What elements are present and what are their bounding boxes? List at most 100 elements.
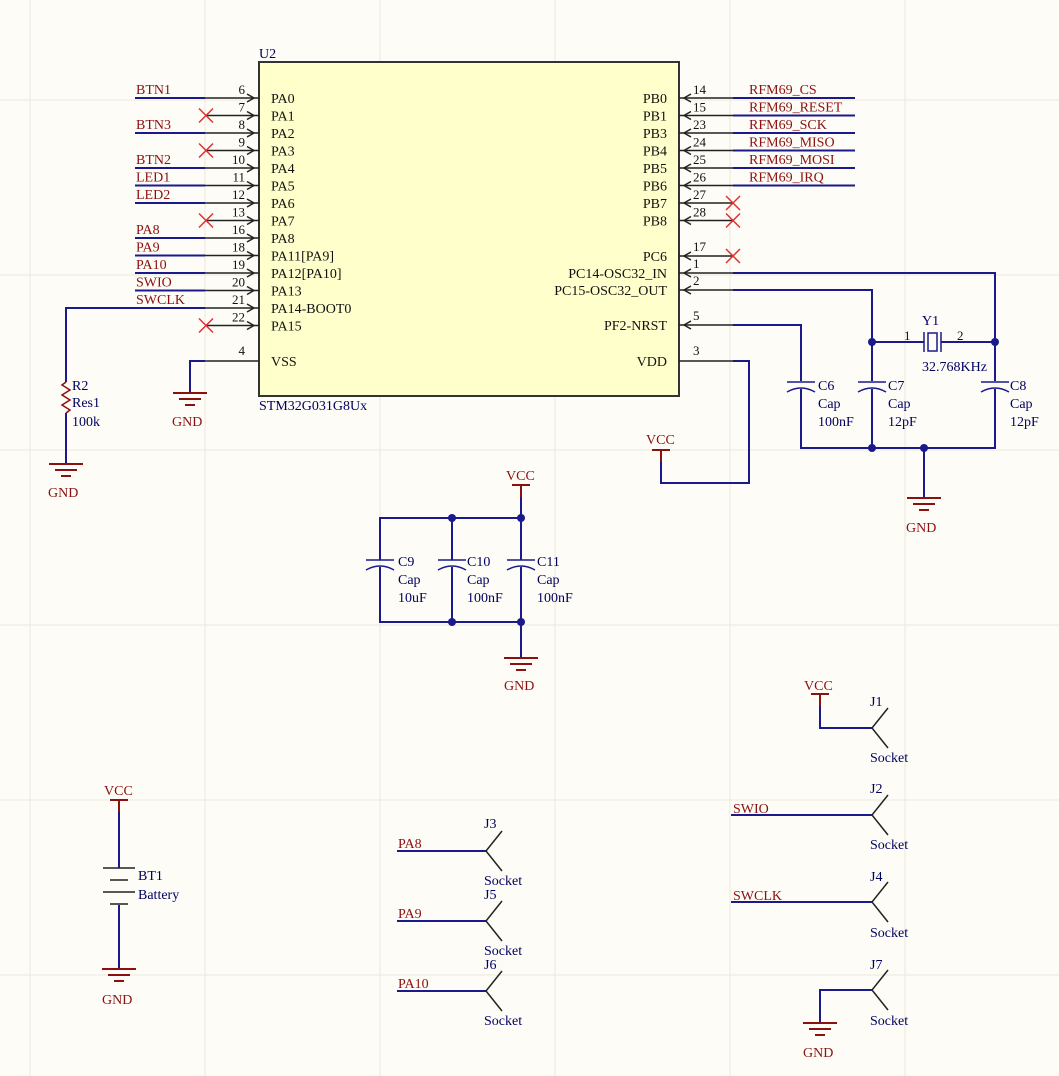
net-wire-led2[interactable]: LED2: [135, 188, 205, 204]
net-label: SWCLK: [136, 293, 185, 308]
net-wire-btn2[interactable]: BTN2: [135, 153, 205, 169]
socket-j7[interactable]: J7 Socket GND: [803, 958, 908, 1061]
net-wire-rfm69-miso[interactable]: RFM69_MISO: [733, 136, 855, 152]
capacitor-c8[interactable]: C8 Cap 12pF: [980, 379, 1039, 430]
pin-number: 12: [232, 187, 245, 202]
pin-number: 2: [693, 273, 700, 288]
socket-j2[interactable]: SWIO J2 Socket: [731, 782, 908, 853]
wire-swclk-r2[interactable]: [65, 307, 205, 382]
capacitor-c7[interactable]: C7 Cap 12pF: [857, 379, 917, 430]
wire-vdd-vcc[interactable]: [660, 360, 750, 484]
pin-number: 18: [232, 240, 245, 255]
j1-ref: J1: [870, 695, 882, 710]
net-wire-btn3[interactable]: BTN3: [135, 118, 205, 134]
j5-type: Socket: [484, 944, 522, 959]
ic-left-pins: 6PA0BTN17PA18PA2BTN39PA310PA4BTN211PA5LE…: [135, 82, 351, 335]
capacitor-c9[interactable]: C9 Cap 10uF: [365, 555, 427, 606]
net-wire-pa9[interactable]: PA9: [135, 241, 205, 257]
socket-j6[interactable]: PA10 J6 Socket: [397, 958, 522, 1029]
battery-bt1[interactable]: BT1 Battery: [103, 867, 179, 905]
pin-name: PB7: [643, 197, 667, 212]
pin-number: 14: [693, 82, 707, 97]
j2-net: SWIO: [733, 802, 769, 817]
net-wire-pa10[interactable]: PA10: [135, 258, 205, 274]
pin-name: PA13: [271, 285, 302, 300]
ic-body: [258, 61, 680, 397]
pin-name: PA0: [271, 92, 295, 107]
vcc-symbol-decoupling: VCC: [506, 469, 535, 497]
pin-name: PA4: [271, 162, 295, 177]
net-wire-rfm69-sck[interactable]: RFM69_SCK: [733, 118, 855, 134]
capacitor-c10[interactable]: C10 Cap 100nF: [437, 555, 503, 606]
net-wire-rfm69-cs[interactable]: RFM69_CS: [733, 83, 855, 99]
no-connect-marker: [198, 142, 214, 159]
wire-osc-in[interactable]: [733, 272, 996, 342]
c8-value: 12pF: [1010, 415, 1039, 430]
socket-j4[interactable]: SWCLK J4 Socket: [731, 870, 908, 941]
gnd-label: GND: [48, 486, 78, 501]
wire-cap-gnd-bus[interactable]: [800, 389, 996, 497]
net-wire-btn1[interactable]: BTN1: [135, 83, 205, 99]
socket-j5[interactable]: PA9 J5 Socket: [397, 888, 522, 959]
wire-vss-gnd[interactable]: [189, 360, 205, 392]
y1-ref: Y1: [922, 314, 939, 329]
net-label: RFM69_CS: [749, 83, 817, 98]
wire-nrst[interactable]: [733, 324, 802, 381]
net-wire-rfm69-mosi[interactable]: RFM69_MOSI: [733, 153, 855, 169]
capacitor-c11[interactable]: C11 Cap 100nF: [506, 555, 573, 606]
wire-crystal[interactable]: [871, 341, 996, 381]
pin-number: 17: [693, 239, 707, 254]
r2-ref: R2: [72, 379, 88, 394]
net-label: RFM69_IRQ: [749, 171, 824, 186]
net-label: BTN3: [136, 118, 171, 133]
vcc-label: VCC: [646, 433, 675, 448]
gnd-symbol-r2: GND: [48, 463, 83, 501]
j6-net: PA10: [398, 977, 429, 992]
pin-name: VSS: [271, 355, 297, 370]
wire-osc-out[interactable]: [733, 289, 873, 342]
junctions-decoupling: [448, 514, 525, 626]
net-wire-rfm69-reset[interactable]: RFM69_RESET: [733, 101, 855, 117]
net-label: LED1: [136, 171, 170, 186]
no-connect-marker: [725, 248, 741, 264]
resistor-r2[interactable]: R2 Res1 100k: [60, 379, 100, 430]
socket-j3[interactable]: PA8 J3 Socket: [397, 817, 522, 889]
pin-name: PA1: [271, 110, 295, 125]
net-label: SWIO: [136, 276, 172, 291]
j5-net: PA9: [398, 907, 422, 922]
y1-value: 32.768KHz: [922, 360, 987, 375]
crystal-y1[interactable]: Y1 1 2 32.768KHz: [904, 314, 987, 375]
pin-name: PA11[PA9]: [271, 250, 334, 265]
gnd-symbol-j7: GND: [803, 1022, 837, 1061]
pin-number: 23: [693, 117, 706, 132]
pin-number: 4: [239, 343, 246, 358]
pin-name: PB6: [643, 180, 667, 195]
net-wire-swio[interactable]: SWIO: [135, 276, 205, 292]
net-wire-rfm69-irq[interactable]: RFM69_IRQ: [733, 171, 855, 187]
net-wire-led1[interactable]: LED1: [135, 171, 205, 187]
j4-net: SWCLK: [733, 889, 782, 904]
net-label: RFM69_RESET: [749, 101, 843, 116]
pin-name: PA6: [271, 197, 295, 212]
vcc-label: VCC: [804, 679, 833, 694]
vcc-symbol-battery: VCC: [104, 784, 133, 812]
c11-value: 100nF: [537, 591, 573, 606]
net-wire-pa8[interactable]: PA8: [135, 223, 205, 239]
capacitor-c6[interactable]: C6 Cap 100nF: [786, 379, 854, 430]
net-wire-swclk[interactable]: SWCLK: [135, 293, 205, 309]
pin-number: 7: [239, 100, 246, 115]
gnd-symbol-osc: GND: [906, 497, 941, 536]
socket-j1[interactable]: VCC J1 Socket: [804, 679, 908, 766]
pin-number: 8: [239, 117, 246, 132]
j5-ref: J5: [484, 888, 496, 903]
pin-number: 27: [693, 187, 707, 202]
ic-u2[interactable]: U2 STM32G031G8Ux 6PA0BTN17PA18PA2BTN39PA…: [135, 47, 855, 414]
pin-name: PB5: [643, 162, 667, 177]
j6-ref: J6: [484, 958, 496, 973]
pin-name: PB4: [643, 145, 667, 160]
